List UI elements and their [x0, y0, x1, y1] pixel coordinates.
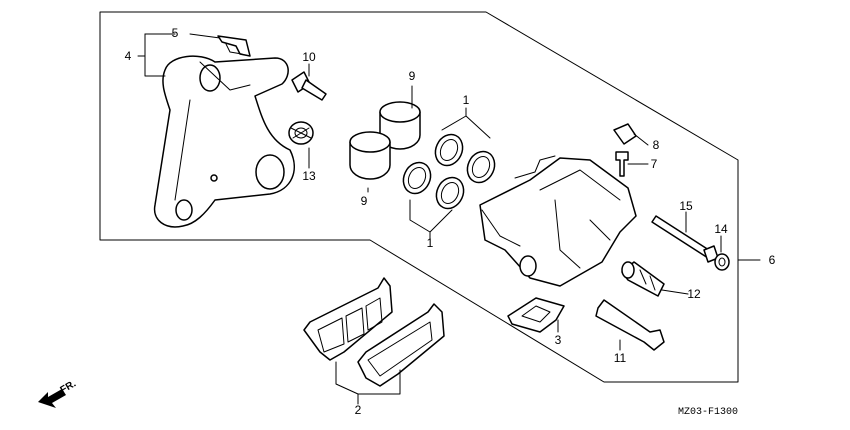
caliper-body[interactable]: [479, 155, 637, 287]
pin-plug[interactable]: [714, 253, 730, 271]
slide-pin-10[interactable]: [595, 299, 665, 351]
callout-12[interactable]: 12: [687, 287, 701, 301]
callout-5[interactable]: 5: [172, 26, 179, 40]
caliper-bracket[interactable]: [153, 55, 295, 228]
pad-retainer[interactable]: [507, 297, 565, 333]
piston-seal-1[interactable]: [430, 130, 467, 170]
piston-seal-2[interactable]: [462, 147, 499, 187]
callout-9-upper[interactable]: 9: [409, 69, 416, 83]
assembly-boundary: [99, 11, 739, 383]
piston-lower[interactable]: [349, 131, 391, 180]
piston-seal-4[interactable]: [431, 173, 468, 213]
callout-1-upper[interactable]: 1: [463, 93, 470, 107]
brake-pad-inner[interactable]: [303, 277, 393, 361]
bleeder-cap[interactable]: [613, 123, 637, 145]
diagram-code: MZ03-F1300: [678, 407, 738, 418]
pin-boot[interactable]: [288, 121, 314, 145]
direction-label: FR.: [59, 378, 79, 396]
callout-8[interactable]: 8: [653, 138, 660, 152]
callout-13[interactable]: 13: [302, 169, 316, 183]
callout-7[interactable]: 7: [651, 157, 658, 171]
slide-pin-12[interactable]: [621, 261, 665, 297]
pad-pin[interactable]: [651, 215, 719, 263]
callout-11[interactable]: 10: [302, 50, 316, 64]
pad-spring[interactable]: [217, 35, 251, 57]
bolt[interactable]: [291, 71, 327, 101]
callout-2[interactable]: 2: [355, 403, 362, 417]
callout-15[interactable]: 15: [679, 199, 693, 213]
brake-pad-outer[interactable]: [357, 303, 445, 387]
callout-3[interactable]: 3: [555, 333, 562, 347]
callout-9-lower[interactable]: 9: [361, 194, 368, 208]
callout-1-lower[interactable]: 1: [427, 236, 434, 250]
callout-14[interactable]: 14: [714, 222, 728, 236]
piston-seal-3[interactable]: [398, 158, 435, 198]
callout-10[interactable]: 11: [614, 351, 627, 365]
leader-lines: [137, 33, 761, 405]
callout-4[interactable]: 4: [125, 49, 132, 63]
front-direction-arrow-icon: [38, 389, 66, 408]
callout-6[interactable]: 6: [769, 253, 776, 267]
bleeder-screw[interactable]: [615, 151, 629, 177]
